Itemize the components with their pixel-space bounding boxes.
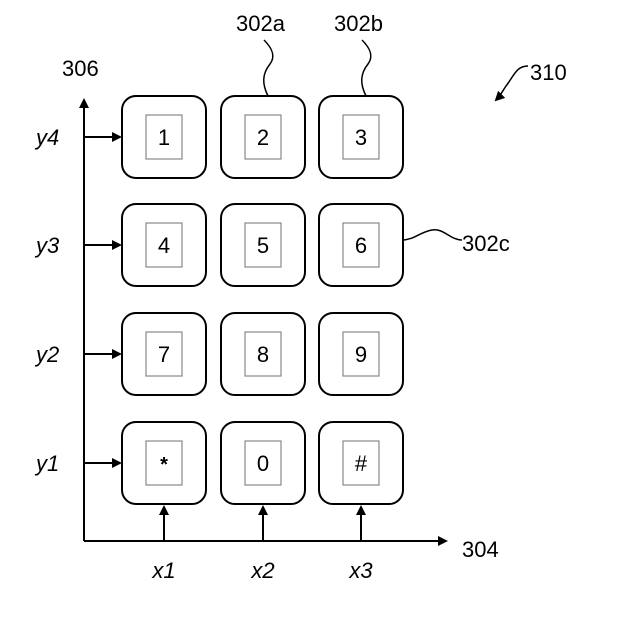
key-label: 5 — [257, 233, 269, 258]
key-label: 1 — [158, 125, 170, 150]
key-a-reference: 302a — [236, 11, 286, 36]
keypad-leader — [496, 66, 528, 100]
column-label: x1 — [151, 558, 175, 583]
key-b-reference: 302b — [334, 11, 383, 36]
row-label: y1 — [34, 451, 59, 476]
row-label: y2 — [34, 342, 59, 367]
key-label: 9 — [355, 342, 367, 367]
key-label: 2 — [257, 125, 269, 150]
row-label: y4 — [34, 125, 59, 150]
key-b-leader — [362, 40, 371, 96]
key-label: 3 — [355, 125, 367, 150]
keypad-reference: 310 — [530, 60, 567, 85]
column-label: x3 — [348, 558, 373, 583]
key-label: # — [355, 451, 368, 476]
key-label: * — [160, 454, 168, 476]
key-a-leader — [264, 40, 273, 96]
row-label: y3 — [34, 233, 60, 258]
column-label: x2 — [250, 558, 274, 583]
key-label: 7 — [158, 342, 170, 367]
key-label: 0 — [257, 451, 269, 476]
key-label: 8 — [257, 342, 269, 367]
key-grid: y4 1 2 3 y3 4 5 6 y2 7 8 9 y1 * 0 # x1 x2 x3 — [34, 96, 403, 583]
x-axis-reference: 304 — [462, 537, 499, 562]
key-label: 4 — [158, 233, 170, 258]
key-label: 6 — [355, 233, 367, 258]
key-c-reference: 302c — [462, 231, 510, 256]
y-axis-reference: 306 — [62, 56, 99, 81]
key-c-leader — [402, 230, 462, 240]
